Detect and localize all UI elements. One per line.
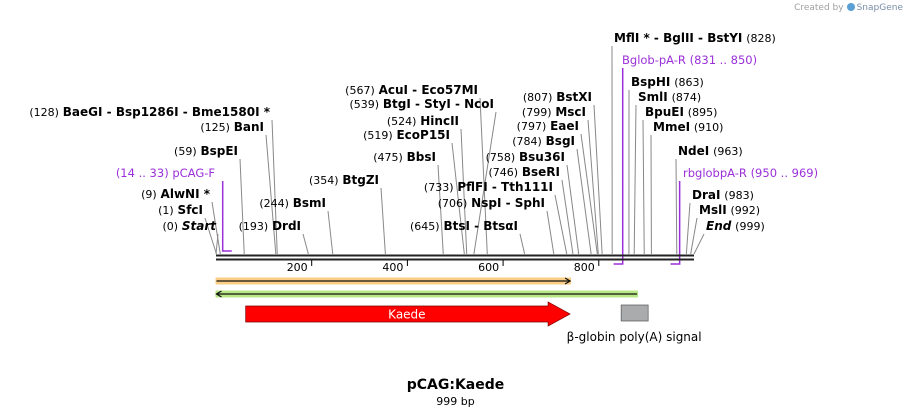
site-smli-label[interactable]: SmlI (874): [638, 90, 701, 104]
primer-bglob-pa-r-arrow[interactable]: [613, 68, 624, 265]
site-bpuei-line: [642, 119, 645, 255]
tick-label-600: 600: [478, 261, 499, 274]
site-bseri-label[interactable]: (746) BseRI: [488, 165, 560, 179]
kaede-feature-label: Kaede: [388, 308, 425, 322]
site-mfli-bglii-bstyi-label[interactable]: MflI * - BglII - BstYI (828): [614, 31, 776, 45]
site-btgzi-label[interactable]: (354) BtgZI: [309, 173, 379, 187]
site-hincii-label[interactable]: (524) HincII: [387, 114, 459, 128]
site-pflfi-tth111i-label[interactable]: (733) PflFI - Tth111I: [424, 180, 553, 194]
backbone: [216, 254, 694, 261]
site-btgzi-line: [380, 187, 386, 255]
site-acui-eco57mi-line: [479, 97, 488, 255]
site-bani-line: [265, 134, 277, 255]
polya-signal-label: β-globin poly(A) signal: [567, 330, 702, 344]
site-btgi-styi-ncoi-label[interactable]: (539) BtgI - StyI - NcoI: [349, 97, 494, 111]
site-bspei-label[interactable]: (59) BspEI: [174, 144, 238, 158]
snapgene-credit: Created by SnapGene: [794, 3, 903, 13]
features: Kaede β-globin poly(A) signal: [215, 277, 702, 344]
site-bani-label[interactable]: (125) BanI: [200, 120, 264, 134]
site-lines: [204, 45, 705, 255]
site-ndei-line: [675, 158, 678, 255]
site-bseri-line: [561, 179, 574, 255]
site-eaei-line: [580, 133, 598, 255]
site-alwni-label[interactable]: (9) AlwNI *: [141, 187, 211, 201]
primer-pcag-f-arrow[interactable]: [221, 181, 232, 252]
site-smli-line: [633, 104, 637, 255]
snapgene-name: SnapGene: [856, 3, 903, 13]
site-bstxi-line: [593, 104, 603, 255]
site-msci-label[interactable]: (799) MscI: [522, 105, 586, 119]
site-hincii-line: [460, 128, 468, 255]
site-labels: (0) Start (1) SfcI (9) AlwNI * (59) BspEI (1…: [29, 31, 775, 233]
site-bspei-line: [239, 158, 245, 255]
site-acui-eco57mi-label[interactable]: (567) AcuI - Eco57MI: [345, 83, 478, 97]
site-ecop15i-line: [451, 142, 465, 255]
site-bsgi-label[interactable]: (784) BsgI: [512, 134, 575, 148]
primer-rbglobpa-r-arrow[interactable]: [670, 181, 681, 265]
construct-length: 999 bp: [436, 395, 475, 408]
site-nspi-sphi-label[interactable]: (706) NspI - SphI: [438, 196, 545, 210]
site-sfci-line: [204, 217, 217, 255]
tick-label-200: 200: [287, 261, 308, 274]
snapgene-logo-icon: [846, 3, 855, 11]
primer-pcag-f-label[interactable]: (14 .. 33) pCAG-F: [116, 166, 215, 180]
site-drai-label[interactable]: DraI (983): [692, 188, 754, 202]
site-pflfi-tth111i-line: [554, 194, 568, 255]
site-ecop15i-label[interactable]: (519) EcoP15I: [363, 128, 450, 142]
site-sfci-label[interactable]: (1) SfcI: [158, 203, 203, 217]
site-bbsi-label[interactable]: (475) BbsI: [373, 150, 436, 164]
site-eaei-label[interactable]: (797) EaeI: [517, 119, 579, 133]
polya-signal-box[interactable]: [620, 304, 649, 322]
site-bsu36i-line: [566, 164, 580, 255]
tick-label-400: 400: [382, 261, 403, 274]
site-drdi-line: [302, 233, 309, 255]
site-msci-line: [587, 119, 599, 255]
tick-label-800: 800: [574, 261, 595, 274]
site-end-line: [693, 233, 705, 255]
site-start-label[interactable]: (0) Start: [162, 219, 217, 233]
site-mmei-label[interactable]: MmeI (910): [653, 120, 723, 134]
site-bsmi-label[interactable]: (244) BsmI: [259, 196, 326, 210]
site-bsu36i-label[interactable]: (758) Bsu36I: [486, 150, 565, 164]
site-drdi-label[interactable]: (193) DrdI: [239, 219, 301, 233]
site-bbsi-line: [437, 164, 444, 255]
site-alwni-line: [211, 201, 221, 255]
site-bstxi-label[interactable]: (807) BstXI: [523, 90, 592, 104]
site-msli-line: [690, 217, 698, 255]
site-nspi-sphi-line: [546, 210, 555, 255]
kaede-feature-arrow[interactable]: [245, 301, 571, 327]
site-btsi-bts-i-label[interactable]: (645) BtsI - BtsαI: [410, 219, 518, 233]
ruler-ticks: 200 400 600 800: [287, 260, 600, 274]
site-baegi-bsp1286i-bme1580i-label[interactable]: (128) BaeGI - Bsp1286I - Bme1580I *: [29, 105, 270, 119]
site-ndei-label[interactable]: NdeI (963): [678, 144, 743, 158]
site-end-label[interactable]: End (999): [706, 219, 765, 233]
site-drai-line: [685, 202, 691, 255]
orange-feature-arrowhead: [564, 277, 572, 285]
site-baegi-bsp1286i-bme1580i-line: [271, 119, 278, 255]
site-bsgi-line: [576, 148, 592, 255]
green-feature-arrowhead: [215, 290, 222, 298]
site-btsi-bts-i-line: [519, 233, 526, 255]
site-bpuei-label[interactable]: BpuEI (895): [645, 105, 717, 119]
created-by-text: Created by: [794, 3, 844, 13]
primers: (14 .. 33) pCAG-F Bglob-pA-R (831 .. 850)…: [116, 53, 818, 265]
site-bsmi-line: [327, 210, 334, 255]
site-msli-label[interactable]: MslI (992): [699, 203, 760, 217]
site-bsphi-label[interactable]: BspHI (863): [631, 75, 704, 89]
construct-title: pCAG:Kaede: [406, 377, 505, 393]
site-btgi-styi-ncoi-line: [473, 111, 497, 255]
primer-bglob-pa-r-label[interactable]: Bglob-pA-R (831 .. 850): [622, 53, 757, 67]
primer-rbglobpa-r-label[interactable]: rbglobpA-R (950 .. 969): [683, 166, 818, 180]
